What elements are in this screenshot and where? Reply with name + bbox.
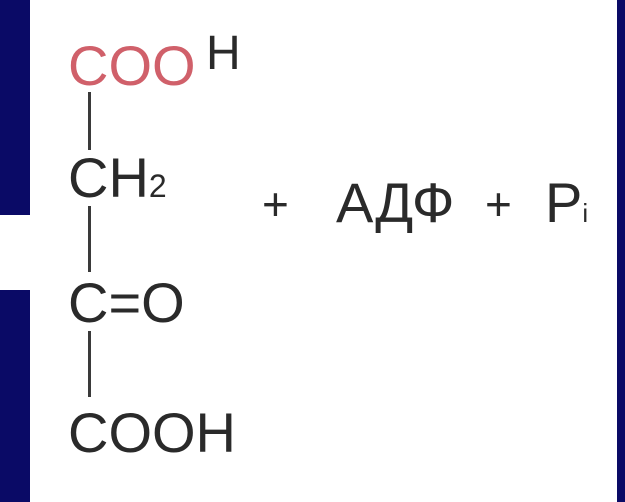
diagram-panel: COO H CH2 C=O COOH + АДФ + Pi <box>30 0 617 502</box>
phosphate-label: Pi <box>545 175 588 231</box>
methylene-subscript: 2 <box>148 168 167 204</box>
top-carboxyl-group: COO <box>68 34 196 97</box>
methylene-group: CH2 <box>68 150 167 206</box>
plus-sign-2: + <box>485 178 512 230</box>
top-hydrogen: H <box>206 27 241 80</box>
bond-top <box>88 92 91 150</box>
bottom-carboxyl-group: COOH <box>68 401 236 464</box>
carbonyl-group: C=O <box>68 271 185 334</box>
left-edge-strip <box>0 215 30 290</box>
phosphate-subscript: i <box>582 198 589 228</box>
plus-sign-1: + <box>262 178 289 230</box>
adp-label: АДФ <box>336 171 455 234</box>
methylene-label: CH <box>68 146 149 209</box>
bond-bottom <box>88 331 91 397</box>
phosphate-symbol: P <box>545 171 583 234</box>
bond-middle <box>88 206 91 272</box>
